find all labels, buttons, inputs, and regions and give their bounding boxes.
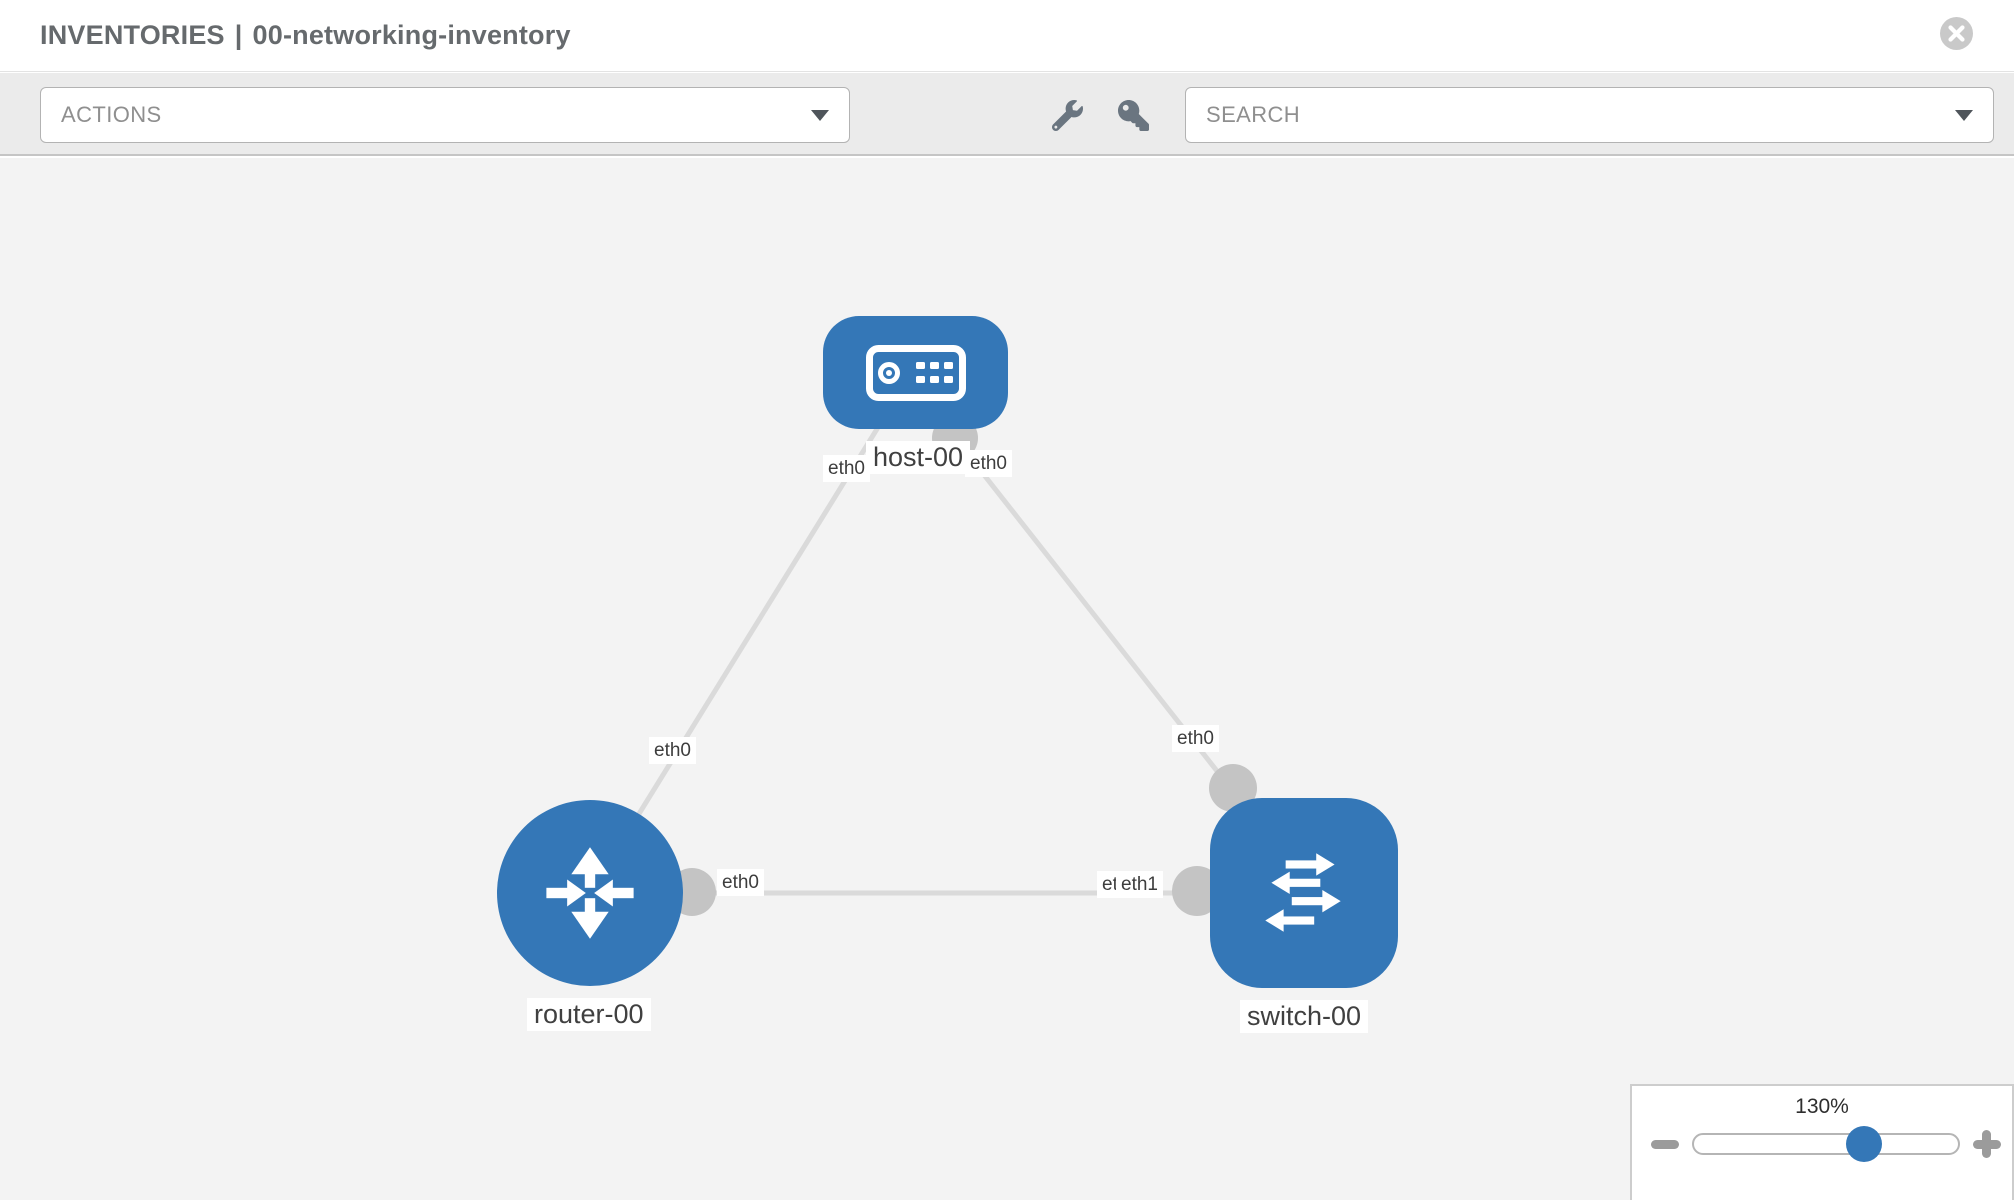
interface-label-switch-eth1: eth1	[1116, 871, 1163, 898]
search-placeholder: SEARCH	[1206, 102, 1301, 127]
topology-canvas[interactable]: host-00 router-00 switch-00 eth0 eth0 et…	[0, 158, 2014, 1200]
actions-dropdown-label: ACTIONS	[61, 102, 162, 127]
chevron-down-icon	[811, 109, 829, 121]
interface-label-switch-eth0-top: eth0	[1172, 725, 1219, 752]
node-switch-00[interactable]	[1210, 798, 1398, 988]
router-icon	[546, 847, 634, 939]
host-icon	[865, 344, 966, 401]
zoom-out-button[interactable]	[1651, 1140, 1679, 1149]
node-label-host: host-00	[866, 441, 971, 474]
zoom-slider-handle[interactable]	[1846, 1126, 1882, 1162]
configure-wrench-button[interactable]	[1052, 100, 1083, 131]
interface-label-router-host-eth0: eth0	[649, 737, 696, 764]
link-router-host[interactable]	[587, 406, 893, 895]
page-header: INVENTORIES | 00-networking-inventory	[0, 0, 2014, 72]
interface-label-router-eth0: eth0	[717, 869, 764, 896]
zoom-slider-track[interactable]	[1692, 1133, 1960, 1155]
close-icon	[1948, 25, 1965, 42]
interface-label-host-eth0-right: eth0	[965, 450, 1012, 477]
search-dropdown[interactable]: SEARCH	[1185, 87, 1994, 143]
zoom-in-button-bar[interactable]	[1982, 1130, 1991, 1158]
actions-dropdown[interactable]: ACTIONS	[40, 87, 850, 143]
node-label-router: router-00	[527, 998, 651, 1031]
title-separator: |	[234, 20, 243, 50]
toolbar: ACTIONS SEARCH	[0, 73, 2014, 156]
zoom-level-value: 130%	[1795, 1095, 1849, 1118]
link-host-switch[interactable]	[953, 436, 1252, 815]
breadcrumb: INVENTORIES	[40, 20, 225, 50]
credentials-key-button[interactable]	[1118, 100, 1149, 131]
switch-icon	[1265, 853, 1341, 932]
interface-endpoint	[1172, 866, 1222, 916]
node-label-switch: switch-00	[1240, 1000, 1369, 1033]
page-title: INVENTORIES | 00-networking-inventory	[40, 0, 571, 71]
zoom-control-panel: 130%	[1630, 1084, 2014, 1200]
chevron-down-icon	[1955, 109, 1973, 121]
close-button[interactable]	[1940, 17, 1973, 50]
inventory-name: 00-networking-inventory	[252, 20, 571, 50]
node-host-00[interactable]	[823, 316, 1008, 429]
links-layer	[587, 406, 1304, 916]
node-router-00[interactable]	[497, 800, 683, 986]
interface-label-host-eth0-left: eth0	[823, 455, 870, 482]
